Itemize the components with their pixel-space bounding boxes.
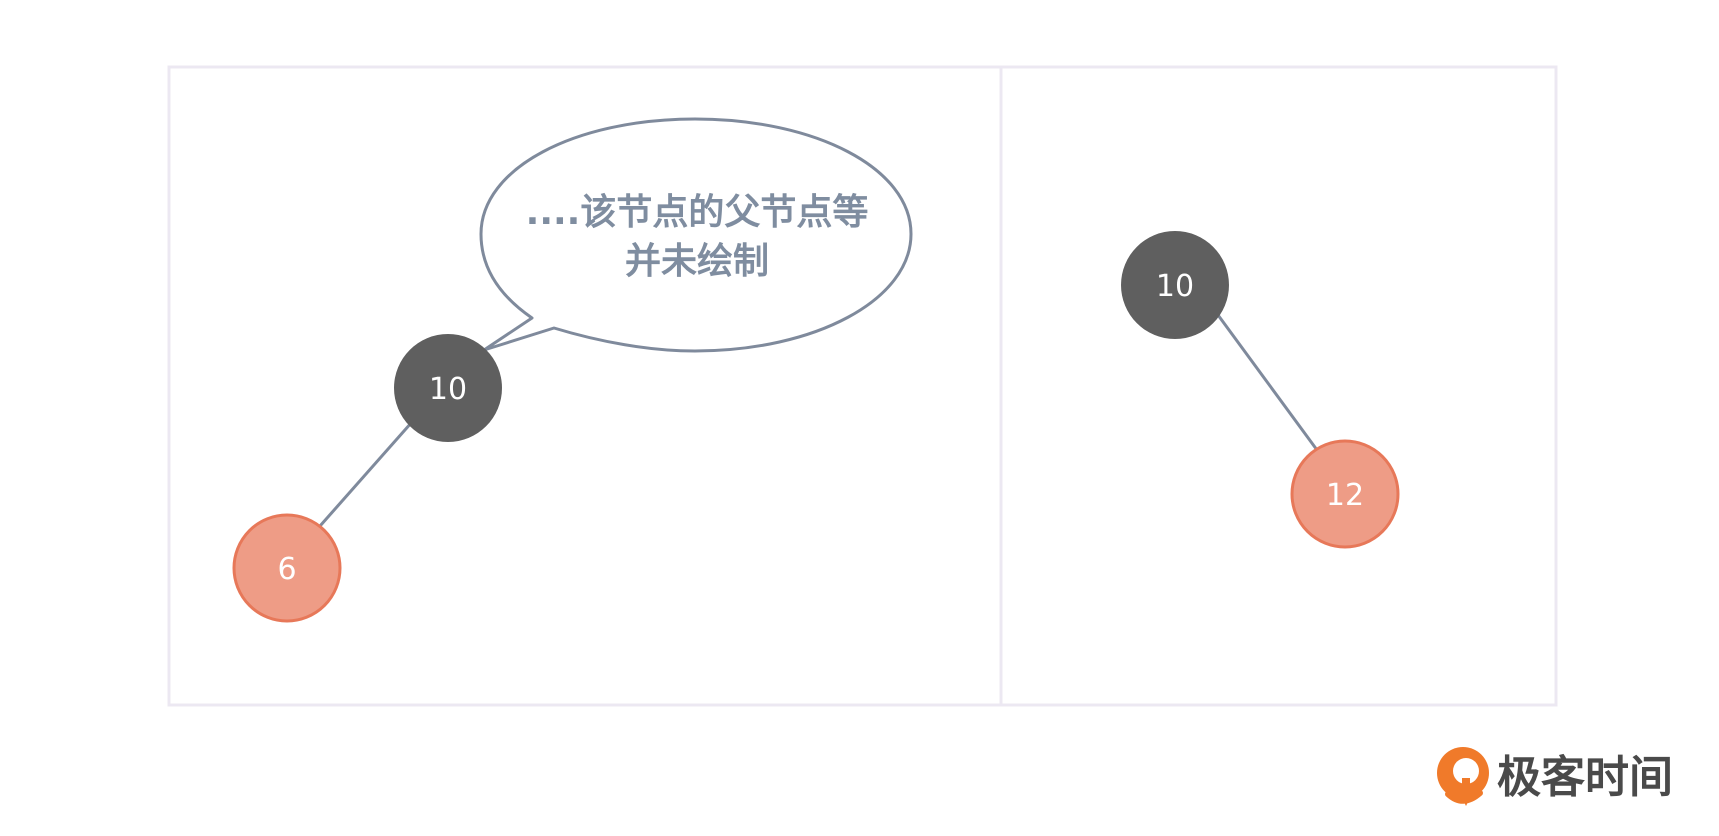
right-tree-edge: [1216, 314, 1319, 451]
left-child-label: 6: [277, 552, 296, 587]
right-parent-label: 10: [1156, 269, 1194, 304]
left-tree: 10 6: [232, 334, 502, 623]
right-panel: [999, 65, 1558, 707]
panels: [167, 65, 1558, 707]
right-parent-node: 10: [1121, 231, 1229, 339]
right-child-node: 12: [1290, 439, 1400, 549]
geektime-logo-icon: [1437, 747, 1489, 806]
callout-line1: ....该节点的父节点等: [526, 192, 869, 233]
callout-shape: [479, 117, 913, 353]
left-parent-circle: [394, 334, 502, 442]
right-parent-circle: [1121, 231, 1229, 339]
left-child-node: 6: [232, 513, 342, 623]
right-tree: 10 12: [1121, 231, 1400, 549]
left-parent-node: 10: [394, 334, 502, 442]
geektime-logo: 极客时间: [1437, 747, 1673, 806]
left-parent-label: 10: [429, 372, 467, 407]
left-child-circle: [232, 513, 342, 623]
callout-line2: 并未绘制: [625, 241, 769, 282]
geektime-logo-text: 极客时间: [1497, 752, 1673, 803]
left-tree-edge: [318, 421, 414, 527]
right-child-circle: [1290, 439, 1400, 549]
right-child-label: 12: [1326, 478, 1364, 513]
callout-bubble: ....该节点的父节点等 并未绘制: [479, 117, 913, 353]
